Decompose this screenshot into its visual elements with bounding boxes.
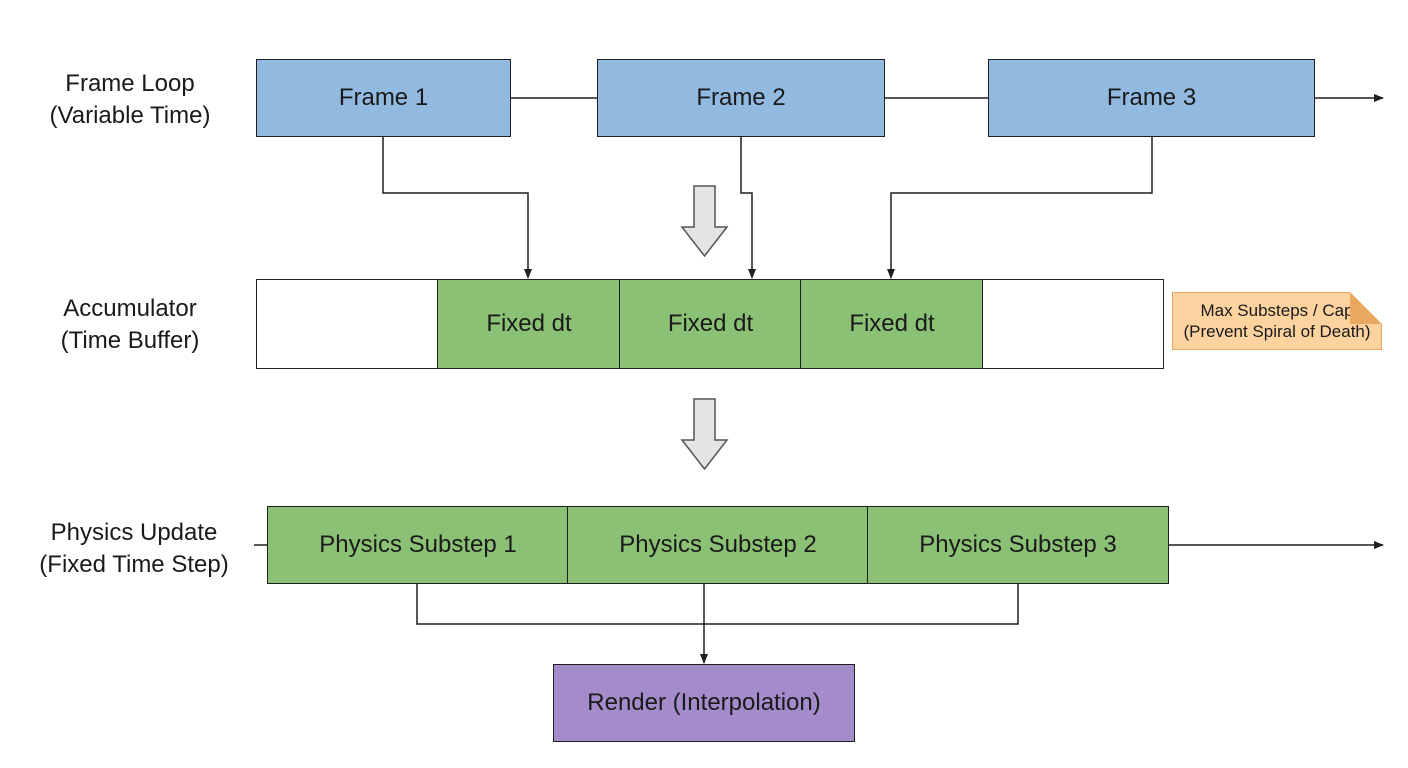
physics-title: Physics Update	[50, 519, 218, 546]
frame-box-3: Frame 3	[988, 59, 1315, 137]
accumulator-title: Accumulator	[63, 295, 197, 322]
frame-loop-title: Frame Loop	[65, 70, 195, 97]
frame2-to-accumulator-arrow	[740, 136, 756, 279]
frame-loop-row-label: Frame Loop (Variable Time)	[20, 68, 240, 132]
flow-down-arrow-2	[680, 398, 729, 471]
accumulator-slot-empty-left	[256, 279, 439, 369]
physics-substep-2: Physics Substep 2	[567, 506, 869, 584]
accumulator-subtitle: (Time Buffer)	[60, 327, 200, 354]
physics-substep-3: Physics Substep 3	[867, 506, 1169, 584]
accumulator-slot-empty-right	[982, 279, 1164, 369]
render-box: Render (Interpolation)	[553, 664, 855, 742]
frame-box-2: Frame 2	[597, 59, 885, 137]
accumulator-slot-fixed-dt-2: Fixed dt	[619, 279, 802, 369]
note-line-1: Max Substeps / Cap	[1200, 301, 1354, 320]
physics-row-label: Physics Update (Fixed Time Step)	[14, 517, 254, 581]
accumulator-slot-fixed-dt-3: Fixed dt	[800, 279, 984, 369]
physics-subtitle: (Fixed Time Step)	[39, 551, 229, 578]
frame-loop-subtitle: (Variable Time)	[49, 102, 211, 129]
accumulator-row-label: Accumulator (Time Buffer)	[20, 293, 240, 357]
max-substeps-note: Max Substeps / Cap (Prevent Spiral of De…	[1172, 292, 1382, 350]
accumulator-slot-fixed-dt-1: Fixed dt	[437, 279, 621, 369]
frame3-to-accumulator-arrow	[887, 136, 1153, 279]
substeps-merge-bracket	[416, 583, 1019, 625]
flow-down-arrow-1	[680, 185, 729, 258]
frame1-to-accumulator-arrow	[382, 136, 532, 279]
note-line-2: (Prevent Spiral of Death)	[1183, 322, 1371, 341]
physics-substep-1: Physics Substep 1	[267, 506, 569, 584]
frame-box-1: Frame 1	[256, 59, 511, 137]
note-folded-corner	[1350, 292, 1382, 324]
